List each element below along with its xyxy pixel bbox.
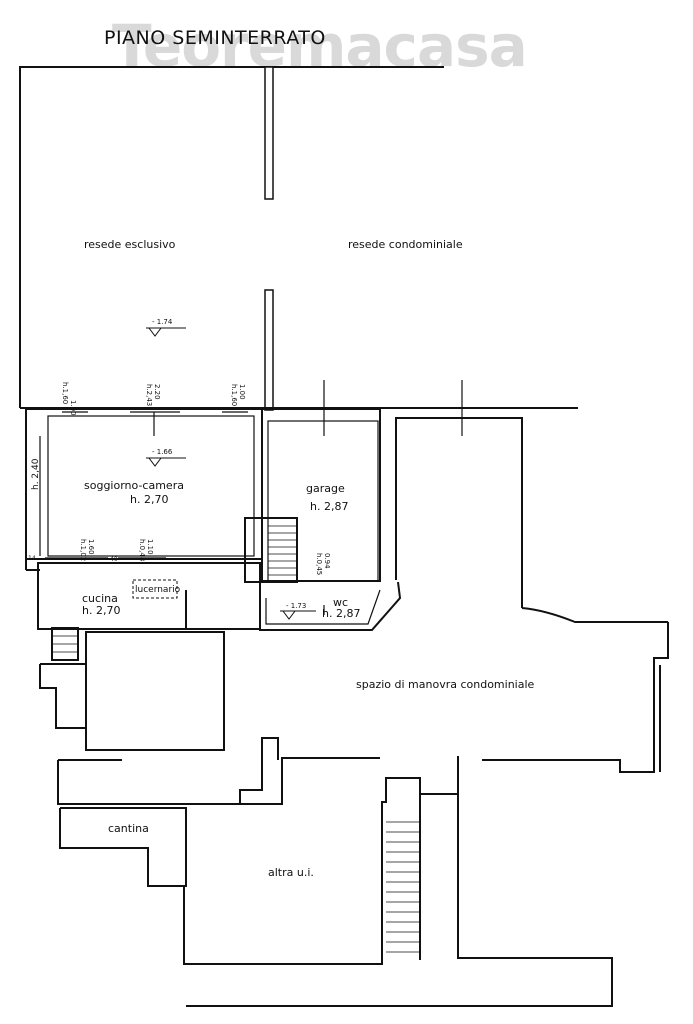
dim-40: 40 — [110, 556, 118, 563]
dimension-lines — [39, 380, 463, 615]
label-resede-esclusivo: resede esclusivo — [84, 238, 176, 251]
dim-w5-bot: h.0,48 — [138, 539, 146, 561]
label-soggiorno: soggiorno-camera — [84, 479, 184, 492]
level-marker-wc: - 1.73 — [280, 602, 316, 620]
plan-title: PIANO SEMINTERRATO — [104, 27, 326, 49]
label-resede-condominiale: resede condominiale — [348, 238, 463, 251]
level-marker-resede: - 1.74 — [146, 318, 186, 337]
dim-w2-top: 2.20 — [153, 384, 161, 400]
dim-w1-bot: h.1,60 — [61, 382, 69, 404]
watermark-text: Teoremacasa — [112, 12, 527, 80]
dim-w3-top: 1.00 — [238, 384, 246, 400]
label-soggiorno-height: h. 2,70 — [130, 493, 168, 506]
dim-w5-top: 1.10 — [146, 539, 154, 555]
svg-text:- 1.74: - 1.74 — [152, 318, 173, 326]
label-altra-ui: altra u.i. — [268, 866, 314, 879]
dim-w6-top: 0.94 — [323, 553, 331, 569]
garage-walls — [244, 408, 669, 773]
label-cucina: cucina — [82, 592, 118, 605]
label-wc: wc — [333, 596, 348, 609]
svg-text:- 1.73: - 1.73 — [286, 602, 306, 610]
label-garage: garage — [306, 482, 345, 495]
cucina-wc-walls — [37, 562, 402, 631]
level-marker-soggiorno: - 1.66 — [146, 448, 186, 467]
label-wc-height: h. 2,87 — [322, 607, 360, 620]
svg-text:- 1.66: - 1.66 — [152, 448, 173, 456]
dim-h240: h. 2,40 — [31, 458, 41, 490]
label-cantina: cantina — [108, 822, 149, 835]
dim-w2-bot: h.2,43 — [145, 384, 153, 406]
dim-14: 14 — [28, 555, 36, 562]
label-garage-height: h. 2,87 — [310, 500, 348, 513]
dim-w4-top: 1.60 — [87, 539, 95, 555]
label-spazio-manovra: spazio di manovra condominiale — [356, 678, 535, 691]
dim-w1-top: 1.00 — [69, 400, 77, 416]
dim-w6-bot: h.0,45 — [315, 553, 323, 575]
dim-w3-bot: h.1,60 — [230, 384, 238, 406]
altra-ui-walls — [183, 756, 613, 1007]
label-cucina-height: h. 2,70 — [82, 604, 120, 617]
lower-left-walls — [39, 627, 279, 887]
label-lucernario: lucernario — [135, 585, 181, 595]
dim-w4-bot: h.1,02 — [79, 539, 87, 561]
